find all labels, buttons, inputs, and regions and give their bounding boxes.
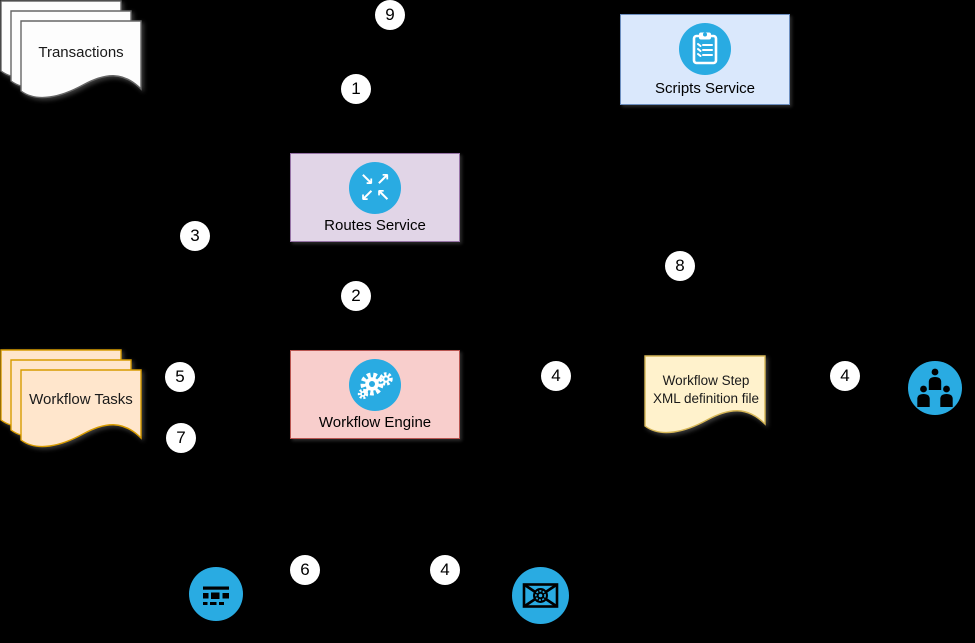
workflow-engine-node: Workflow Engine: [290, 350, 460, 439]
team-icon: [908, 361, 962, 420]
workflow-tasks-doc-stack: Workflow Tasks: [0, 349, 145, 465]
transactions-doc-stack: Transactions: [0, 0, 145, 116]
step-badge-8: 8: [665, 251, 695, 281]
step-badge-4a: 4: [541, 361, 571, 391]
step-badge-6: 6: [290, 555, 320, 585]
arrow-ne-glyph: ↗: [375, 170, 391, 190]
step-badge-7: 7: [166, 423, 196, 453]
doc-front-sheet: [20, 20, 142, 99]
workflow-tasks-label: Workflow Tasks: [29, 391, 133, 408]
email-icon: [512, 567, 569, 629]
step-badge-2: 2: [341, 281, 371, 311]
arrow-nw-glyph: ↖: [375, 186, 391, 206]
doc-sheet: [644, 355, 766, 434]
transactions-label: Transactions: [38, 44, 124, 61]
step-badge-9: 9: [375, 0, 405, 30]
workflow-engine-label: Workflow Engine: [318, 414, 432, 431]
arrow-sw-glyph: ↙: [359, 186, 375, 206]
step-badge-3: 3: [180, 221, 210, 251]
gears-icon: [349, 359, 401, 411]
xml-label-line1: Workflow Step: [662, 373, 750, 388]
queue-icon: [189, 567, 243, 626]
step-badge-4b: 4: [830, 361, 860, 391]
step-badge-5: 5: [165, 362, 195, 392]
routes-service-label: Routes Service: [324, 217, 426, 234]
xml-definition-file-doc: [644, 355, 768, 441]
scripts-service-label: Scripts Service: [654, 80, 756, 97]
step-badge-1: 1: [341, 74, 371, 104]
xml-label-line2: XML definition file: [652, 391, 760, 406]
doc-front-sheet: [20, 369, 142, 448]
routes-service-node: ↘ ↗ ↙ ↖ Routes Service: [290, 153, 460, 242]
route-arrows-icon: ↘ ↗ ↙ ↖: [349, 162, 401, 214]
xml-definition-file-label: Workflow Step XML definition file: [645, 372, 767, 408]
scripts-service-node: Scripts Service: [620, 14, 790, 105]
clipboard-icon: [679, 23, 731, 75]
step-badge-4c: 4: [430, 555, 460, 585]
arrow-se-glyph: ↘: [359, 170, 375, 190]
